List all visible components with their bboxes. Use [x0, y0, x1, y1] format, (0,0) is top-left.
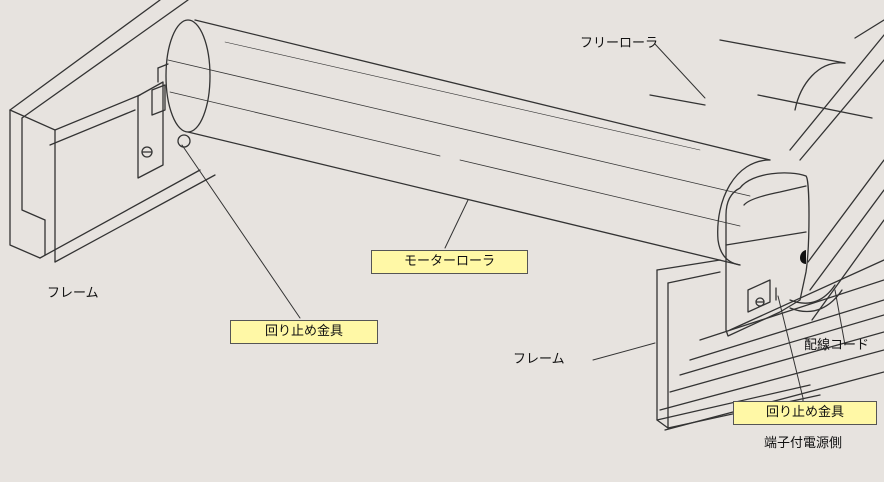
free-roller-shape	[649, 19, 884, 119]
motor-roller-shape	[165, 19, 771, 266]
free-roller-label: フリーローラ	[580, 36, 659, 51]
motor-roller-callout: モーターローラ	[371, 250, 528, 274]
wiring-cord-shape	[789, 284, 843, 313]
stopper-right-callout: 回り止め金具	[733, 401, 877, 425]
frame-right-label: フレーム	[513, 352, 565, 367]
stopper-left-callout: 回り止め金具	[230, 320, 378, 344]
right-rail-shape	[659, 34, 884, 431]
wiring-cord-label: 配線コード	[804, 338, 870, 353]
terminal-side-label: 端子付電源側	[764, 436, 843, 451]
right-stopper-shape	[725, 172, 810, 337]
frame-left-label: フレーム	[47, 286, 99, 301]
left-frame-shape	[9, 0, 216, 263]
left-stopper-shape	[137, 63, 191, 179]
